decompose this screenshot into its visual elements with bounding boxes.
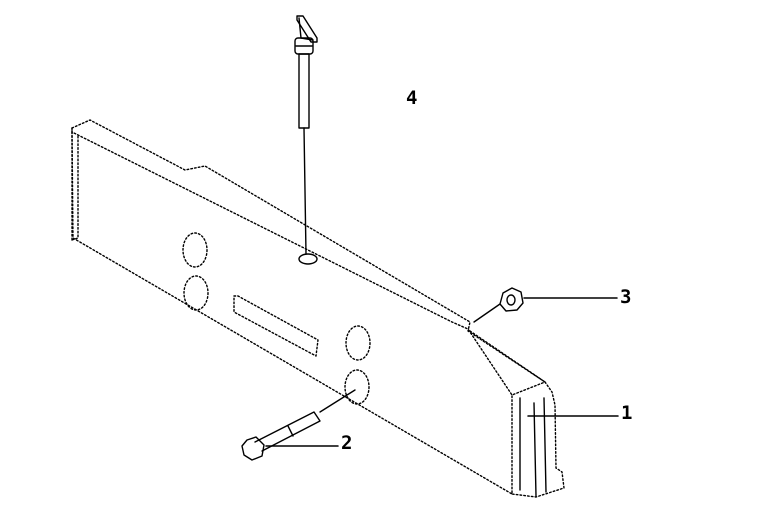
bolt-thread <box>287 425 294 437</box>
bolt-hole-lower-right <box>344 369 370 405</box>
bolt <box>241 389 356 461</box>
pin-center-line <box>303 127 307 255</box>
bolt-hole-upper-right <box>345 325 371 361</box>
callout-part-2: 2 <box>341 432 353 454</box>
bumper-bar <box>71 119 565 498</box>
bumper-top-face <box>71 119 546 396</box>
bolt-head <box>241 436 265 461</box>
nut-body <box>499 287 524 312</box>
callout-part-1: 1 <box>621 402 633 424</box>
leader-lines <box>265 297 619 447</box>
bolt-shank <box>254 411 321 452</box>
pin-hole <box>298 253 318 265</box>
callout-part-4: 4 <box>406 87 418 109</box>
bolt-hole-lower-left <box>183 275 209 311</box>
bolt-hole-upper-left <box>182 232 208 268</box>
bumper-right-end-inner <box>519 397 547 497</box>
bumper-front-face <box>71 131 513 495</box>
pin-handle <box>296 15 318 43</box>
nut <box>473 287 524 323</box>
pin-assembly <box>294 15 318 255</box>
bumper-slot <box>233 295 319 357</box>
bolt-center-line <box>319 389 356 413</box>
nut-bore <box>506 294 516 306</box>
bumper-rear-edge <box>469 330 546 383</box>
bumper-right-end <box>511 381 565 498</box>
pin-shaft <box>298 53 310 129</box>
bumper-left-end <box>71 127 79 241</box>
nut-center-line <box>473 303 501 323</box>
callout-part-3: 3 <box>620 286 632 308</box>
